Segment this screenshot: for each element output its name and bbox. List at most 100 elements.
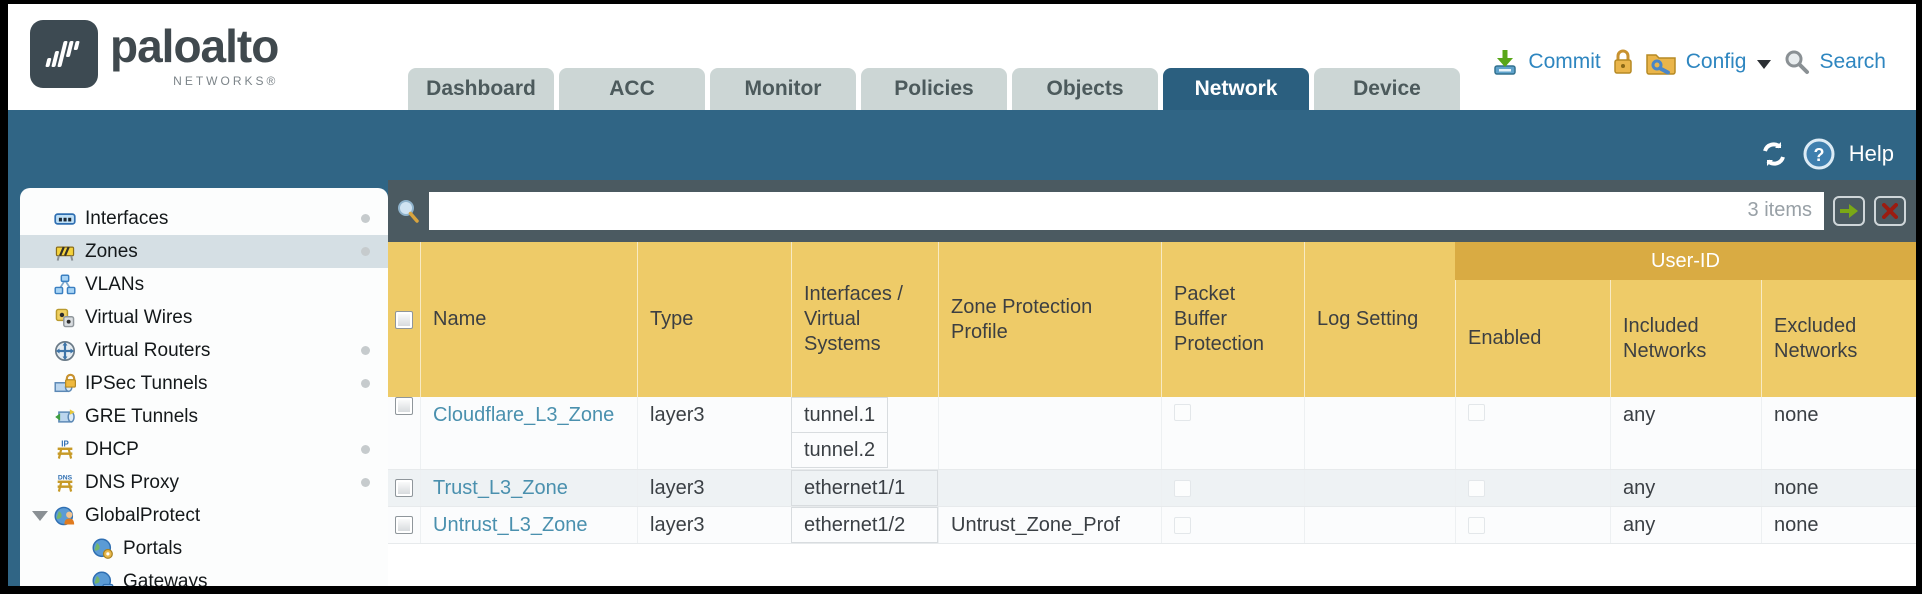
user-id-enabled-cell: [1455, 470, 1610, 506]
sidebar-item-portals[interactable]: Portals: [20, 532, 388, 565]
virtual-routers-icon: [54, 340, 76, 361]
search-link[interactable]: Search: [1819, 50, 1886, 73]
expand-triangle-icon[interactable]: [32, 511, 48, 521]
excluded-networks-cell: none: [1761, 470, 1916, 506]
column-header-zone-protection-profile[interactable]: Zone Protection Profile: [938, 242, 1161, 397]
column-header-excluded-networks[interactable]: Excluded Networks: [1761, 280, 1916, 397]
commit-icon: [1494, 50, 1517, 75]
row-select-cell: [388, 470, 420, 506]
sidebar-item-label: DNS Proxy: [85, 471, 179, 493]
user-id-enabled-cell: [1455, 397, 1610, 469]
paloalto-logo-icon: [30, 20, 98, 88]
zone-name-cell: Untrust_L3_Zone: [420, 507, 637, 543]
status-dot: [361, 478, 370, 487]
column-group-user-id[interactable]: User-ID: [1455, 242, 1916, 280]
zone-name-link[interactable]: Trust_L3_Zone: [433, 476, 568, 499]
sidebar-item-label: DHCP: [85, 438, 139, 460]
column-header-name[interactable]: Name: [420, 242, 637, 397]
sidebar-item-vlans[interactable]: VLANs: [20, 268, 388, 301]
zone-name-cell: Trust_L3_Zone: [420, 470, 637, 506]
table-row: Untrust_L3_Zone layer3 ethernet1/2 Untru…: [388, 507, 1916, 544]
column-header-log-setting[interactable]: Log Setting: [1304, 242, 1455, 397]
select-all-cell: [388, 242, 420, 397]
filter-search-input[interactable]: [429, 192, 1824, 230]
tab-dashboard[interactable]: Dashboard: [408, 68, 554, 110]
column-header-enabled[interactable]: Enabled: [1455, 280, 1610, 397]
tab-network[interactable]: Network: [1163, 68, 1309, 110]
sidebar-item-gre-tunnels[interactable]: GRE Tunnels: [20, 400, 388, 433]
row-checkbox[interactable]: [395, 397, 413, 415]
gre-tunnels-icon: [55, 408, 75, 423]
sidebar-item-virtual-routers[interactable]: Virtual Routers: [20, 334, 388, 367]
excluded-networks-cell: none: [1761, 397, 1916, 469]
help-icon[interactable]: ?: [1803, 138, 1835, 170]
column-header-included-networks[interactable]: Included Networks: [1610, 280, 1761, 397]
green-arrow-icon: [1840, 204, 1858, 218]
config-caret-icon[interactable]: [1757, 59, 1772, 69]
sidebar-item-label: GlobalProtect: [85, 504, 201, 526]
sidebar-item-virtual-wires[interactable]: Virtual Wires: [20, 301, 388, 334]
select-all-checkbox[interactable]: [395, 310, 413, 329]
packet-buffer-checkbox: [1174, 404, 1191, 421]
sidebar-item-label: VLANs: [85, 273, 145, 295]
row-checkbox[interactable]: [395, 516, 413, 534]
help-label[interactable]: Help: [1848, 141, 1894, 166]
zone-protection-profile-cell: [938, 397, 1161, 469]
sidebar-gutter: Interfaces Zones: [8, 180, 388, 586]
clear-filter-button[interactable]: [1874, 196, 1906, 226]
zones-icon: [55, 246, 75, 261]
status-dot: [361, 346, 370, 355]
column-header-type[interactable]: Type: [637, 242, 791, 397]
dhcp-icon: IP: [57, 439, 73, 459]
column-header-interfaces[interactable]: Interfaces / Virtual Systems: [791, 242, 938, 397]
sidebar-item-label: Portals: [123, 537, 183, 559]
virtual-wires-icon: [55, 308, 75, 327]
zone-type-cell: layer3: [637, 507, 791, 543]
lock-icon[interactable]: [1610, 48, 1636, 76]
tab-acc[interactable]: ACC: [559, 68, 705, 110]
zone-type-cell: layer3: [637, 470, 791, 506]
sidebar-item-ipsec-tunnels[interactable]: IPSec Tunnels: [20, 367, 388, 400]
sidebar-item-label: Zones: [85, 240, 138, 262]
zone-name-link[interactable]: Untrust_L3_Zone: [433, 513, 588, 536]
table-row: Cloudflare_L3_Zone layer3 tunnel.1 tunne…: [388, 397, 1916, 470]
zones-main-panel: 3 items: [388, 180, 1916, 586]
user-id-enabled-cell: [1455, 507, 1610, 543]
sidebar-item-dhcp[interactable]: IP DHCP: [20, 433, 388, 466]
config-menu[interactable]: Config: [1685, 50, 1747, 73]
zone-name-link[interactable]: Cloudflare_L3_Zone: [433, 404, 615, 426]
sidebar-item-interfaces[interactable]: Interfaces: [20, 202, 388, 235]
tab-monitor[interactable]: Monitor: [710, 68, 856, 110]
zone-protection-profile-cell: Untrust_Zone_Prof: [938, 507, 1161, 543]
sidebar-item-label: Virtual Routers: [85, 339, 211, 361]
sidebar-item-label: GRE Tunnels: [85, 405, 198, 427]
zones-table-header: Name Type Interfaces / Virtual Systems Z…: [388, 242, 1916, 397]
tab-device[interactable]: Device: [1314, 68, 1460, 110]
sidebar-item-dns-proxy[interactable]: DNS DNS Proxy: [20, 466, 388, 499]
gateways-icon: [92, 570, 114, 586]
brand-subtext: NETWORKS®: [173, 74, 279, 88]
sidebar-item-gateways[interactable]: Gateways: [20, 565, 388, 586]
tab-objects[interactable]: Objects: [1012, 68, 1158, 110]
top-header: paloalto NETWORKS® Dashboard ACC Monitor…: [8, 4, 1916, 110]
brand-text: paloalto: [110, 20, 279, 72]
row-checkbox[interactable]: [395, 479, 413, 497]
table-empty-area: [388, 544, 1916, 586]
apply-filter-button[interactable]: [1833, 196, 1865, 226]
paloalto-logo: paloalto NETWORKS®: [30, 20, 279, 88]
sidebar-item-zones[interactable]: Zones: [20, 235, 388, 268]
interface-entry: ethernet1/1: [791, 470, 938, 506]
zone-name-cell: Cloudflare_L3_Zone: [420, 397, 637, 469]
included-networks-cell: any: [1610, 507, 1761, 543]
log-setting-cell: [1304, 397, 1455, 469]
interface-entry: ethernet1/2: [791, 507, 938, 543]
sidebar-item-globalprotect[interactable]: GlobalProtect: [20, 499, 388, 532]
tab-policies[interactable]: Policies: [861, 68, 1007, 110]
log-setting-cell: [1304, 470, 1455, 506]
sidebar-item-label: Interfaces: [85, 207, 169, 229]
commit-button[interactable]: Commit: [1528, 50, 1601, 73]
zone-protection-profile-cell: [938, 470, 1161, 506]
waveform-icon: [45, 41, 80, 67]
refresh-icon[interactable]: [1759, 139, 1789, 169]
column-header-packet-buffer-protection[interactable]: Packet Buffer Protection: [1161, 242, 1304, 397]
